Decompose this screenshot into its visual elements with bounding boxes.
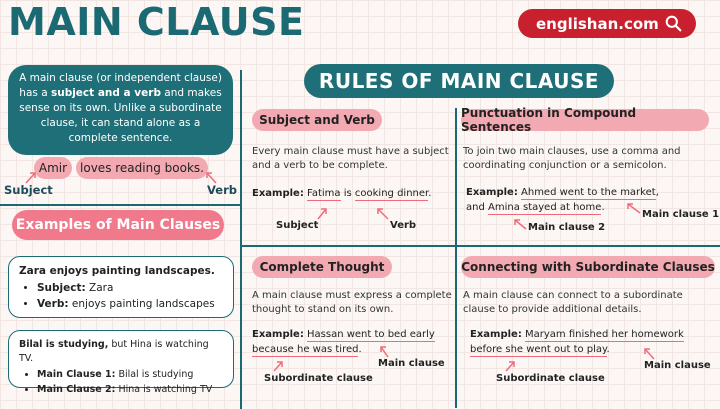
complete-thought-example-line2: because he was tired. <box>252 344 362 357</box>
complete-thought-heading: Complete Thought <box>252 256 392 278</box>
example-2-rest: but Hina is watching TV. <box>19 339 209 364</box>
example-subject: Fatima <box>307 188 341 201</box>
examples-heading: Examples of Main Clauses <box>12 210 224 240</box>
subordinate-clause-arrow-icon <box>505 361 515 372</box>
verb-arrow-icon <box>377 208 389 220</box>
example-1-sentence: Zara enjoys painting landscapes. <box>19 265 215 277</box>
verb-label: Verb <box>207 183 237 197</box>
main-clause-1-annotation: Main clause 1 <box>642 209 720 220</box>
list-item: Main Clause 2: Hina is watching TV <box>37 383 223 397</box>
subject-chip: Amir <box>34 157 72 179</box>
middle-divider <box>242 245 720 247</box>
subject-verb-example: Example: Fatima is cooking dinner. <box>252 188 432 201</box>
main-clause-annotation: Main clause <box>378 358 445 369</box>
definition-text-2: and makes sense on its own. Unlike a sub… <box>19 87 222 144</box>
complete-thought-body: A main clause must express a complete th… <box>252 290 452 315</box>
main-clause-1-arrow-icon <box>627 203 641 214</box>
subject-label: Subject <box>4 183 53 197</box>
list-item: Verb: enjoys painting landscapes <box>37 297 223 312</box>
subordinate-clause-annotation: Subordinate clause <box>496 373 605 384</box>
site-name: englishan.com <box>536 14 659 33</box>
example-card-2: Bilal is studying, but Hina is watching … <box>8 330 234 395</box>
compound-example-line2: and Amina stayed at home. <box>466 202 605 215</box>
definition-box: A main clause (or independent clause) ha… <box>8 65 233 155</box>
compound-body: To join two main clauses, use a comma an… <box>463 146 681 171</box>
main-clause-annotation: Main clause <box>644 360 711 371</box>
verb-arrow-icon <box>206 172 217 184</box>
verb-annotation: Verb <box>390 220 417 231</box>
subject-arrow-icon <box>317 208 327 220</box>
verb-chip: loves reading books. <box>76 157 208 179</box>
main-clause-2: Amina stayed at home <box>488 202 602 215</box>
main-clause-arrow-icon <box>644 348 655 360</box>
example-main-clause: Maryam finished her homework <box>525 329 684 342</box>
example-main-clause: Hassan went to bed early <box>307 329 435 342</box>
subordinate-example-line2: before she went out to play. <box>470 344 610 357</box>
subordinate-example-line1: Example: Maryam finished her homework <box>470 329 684 342</box>
subordinate-clause-annotation: Subordinate clause <box>264 373 373 384</box>
subject-verb-body: Every main clause must have a subject an… <box>252 146 449 171</box>
compound-example-line1: Example: Ahmed went to the market, <box>466 187 659 200</box>
list-item: Subject: Zara <box>37 281 223 296</box>
complete-thought-example-line1: Example: Hassan went to bed early <box>252 329 435 342</box>
example-2-bold: Bilal is studying, <box>19 339 109 350</box>
main-clause-2-arrow-icon <box>514 219 527 230</box>
compound-heading: Punctuation in Compound Sentences <box>461 106 709 134</box>
definition-text-1: A main clause (or independent clause) ha… <box>19 72 222 99</box>
rules-heading: RULES OF MAIN CLAUSE <box>304 64 614 98</box>
main-clause-arrow-icon <box>380 346 389 358</box>
example-subordinate-clause: before she went out to play <box>470 344 607 357</box>
left-divider <box>0 204 242 206</box>
search-icon <box>665 15 682 32</box>
example-card-1: Zara enjoys painting landscapes. Subject… <box>8 256 234 318</box>
subordinate-clause-arrow-icon <box>273 361 283 372</box>
example-subordinate-clause: because he was tired <box>252 344 359 357</box>
subject-verb-heading: Subject and Verb <box>252 109 382 131</box>
main-clause-2-annotation: Main clause 2 <box>528 222 606 233</box>
center-divider <box>455 108 457 408</box>
main-clause-1: Ahmed went to the market <box>521 187 656 200</box>
subject-arrow-icon <box>25 172 36 184</box>
site-link[interactable]: englishan.com <box>518 9 696 38</box>
subject-annotation: Subject <box>276 220 319 231</box>
page-title: MAIN CLAUSE <box>8 0 305 44</box>
list-item: Main Clause 1: Bilal is studying <box>37 368 223 382</box>
subordinate-heading: Connecting with Subordinate Clauses <box>461 256 715 278</box>
example-verb: cooking dinner <box>354 188 429 201</box>
subordinate-body: A main clause can connect to a subordina… <box>463 290 683 315</box>
definition-bold: subject and a verb <box>50 87 161 99</box>
vertical-divider <box>240 70 242 409</box>
